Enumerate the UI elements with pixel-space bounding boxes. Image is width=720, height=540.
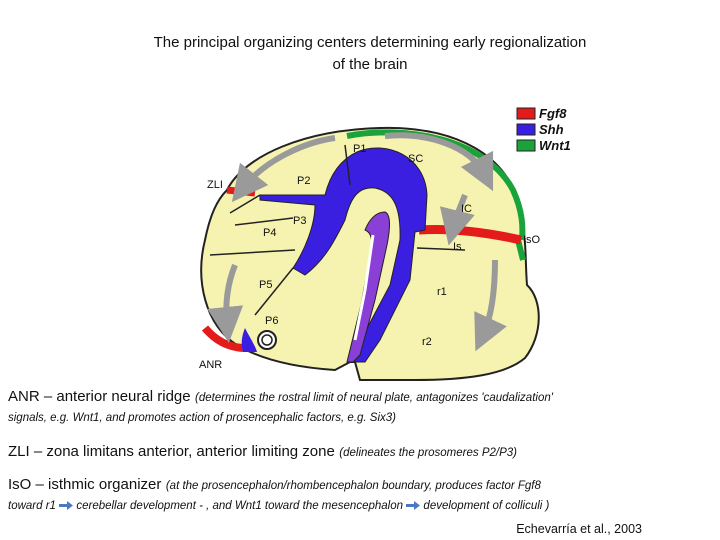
legend-label-shh: Shh bbox=[539, 122, 564, 137]
p6-ring-inner bbox=[261, 334, 273, 346]
right-arrow-icon bbox=[406, 501, 421, 511]
segment-boundaries bbox=[209, 144, 466, 316]
label-is: Is bbox=[453, 241, 462, 253]
iso-description: (at the prosencephalon/rhombencephalon b… bbox=[165, 480, 541, 492]
label-ic: IC bbox=[461, 203, 472, 215]
iso-heading: IsO – isthmic organizer bbox=[8, 476, 162, 493]
label-p4: P4 bbox=[263, 227, 276, 239]
title-line-2: of the brain bbox=[332, 56, 408, 73]
legend-swatch-fgf8 bbox=[516, 107, 536, 120]
iso-line2-part3: development of colliculi ) bbox=[423, 500, 550, 512]
legend: Fgf8 Shh Wnt1 bbox=[516, 106, 571, 153]
anr-paragraph: ANR – anterior neural ridge (determines … bbox=[8, 388, 714, 424]
label-p5: P5 bbox=[259, 279, 272, 291]
label-zli: ZLI bbox=[207, 179, 223, 191]
brain-regionalization-diagram: Fgf8 Shh Wnt1 P1 SC ZLI P bbox=[199, 106, 571, 381]
label-p6: P6 bbox=[265, 315, 278, 327]
notochord-inner bbox=[353, 234, 375, 341]
iso-paragraph: IsO – isthmic organizer (at the prosence… bbox=[8, 476, 714, 512]
shh-floor-domain bbox=[259, 147, 428, 363]
flow-arrows bbox=[207, 132, 507, 352]
anr-heading: ANR – anterior neural ridge bbox=[8, 388, 191, 405]
right-arrow-icon bbox=[59, 501, 74, 511]
zli-description: (delineates the prosomeres P2/P3) bbox=[339, 447, 517, 459]
title-line-1: The principal organizing centers determi… bbox=[153, 34, 587, 51]
legend-swatch-wnt1 bbox=[516, 139, 536, 152]
fgf8-zli-domain bbox=[226, 186, 256, 197]
zli-heading: ZLI – zona limitans anterior, anterior l… bbox=[8, 443, 335, 460]
legend-label-fgf8: Fgf8 bbox=[539, 106, 567, 121]
citation: Echevarría et al., 2003 bbox=[516, 522, 642, 536]
anr-description: (determines the rostral limit of neural … bbox=[195, 392, 553, 404]
label-p2: P2 bbox=[297, 175, 310, 187]
iso-line2-part1: toward r1 bbox=[8, 500, 56, 512]
legend-label-wnt1: Wnt1 bbox=[539, 138, 571, 153]
region-labels: P1 SC ZLI P2 IC P3 P4 Is IsO P5 r1 P6 r2… bbox=[199, 143, 541, 371]
wnt1-domain bbox=[346, 129, 526, 241]
zli-paragraph: ZLI – zona limitans anterior, anterior l… bbox=[8, 443, 714, 461]
legend-swatch-shh bbox=[516, 123, 536, 136]
iso-description-line2: toward r1 cerebellar development - , and… bbox=[8, 500, 714, 512]
anr-description-line2: signals, e.g. Wnt1, and promotes action … bbox=[8, 412, 397, 424]
label-r2: r2 bbox=[422, 336, 432, 348]
label-r1: r1 bbox=[437, 286, 447, 298]
page-title: The principal organizing centers determi… bbox=[100, 32, 640, 76]
label-anr: ANR bbox=[199, 359, 222, 371]
iso-line2-part2: cerebellar development - , and Wnt1 towa… bbox=[76, 500, 404, 512]
label-sc: SC bbox=[408, 153, 423, 165]
label-p3: P3 bbox=[293, 215, 306, 227]
label-p1: P1 bbox=[353, 143, 366, 155]
label-iso: IsO bbox=[523, 234, 541, 246]
shh-basal-p6 bbox=[241, 328, 257, 352]
